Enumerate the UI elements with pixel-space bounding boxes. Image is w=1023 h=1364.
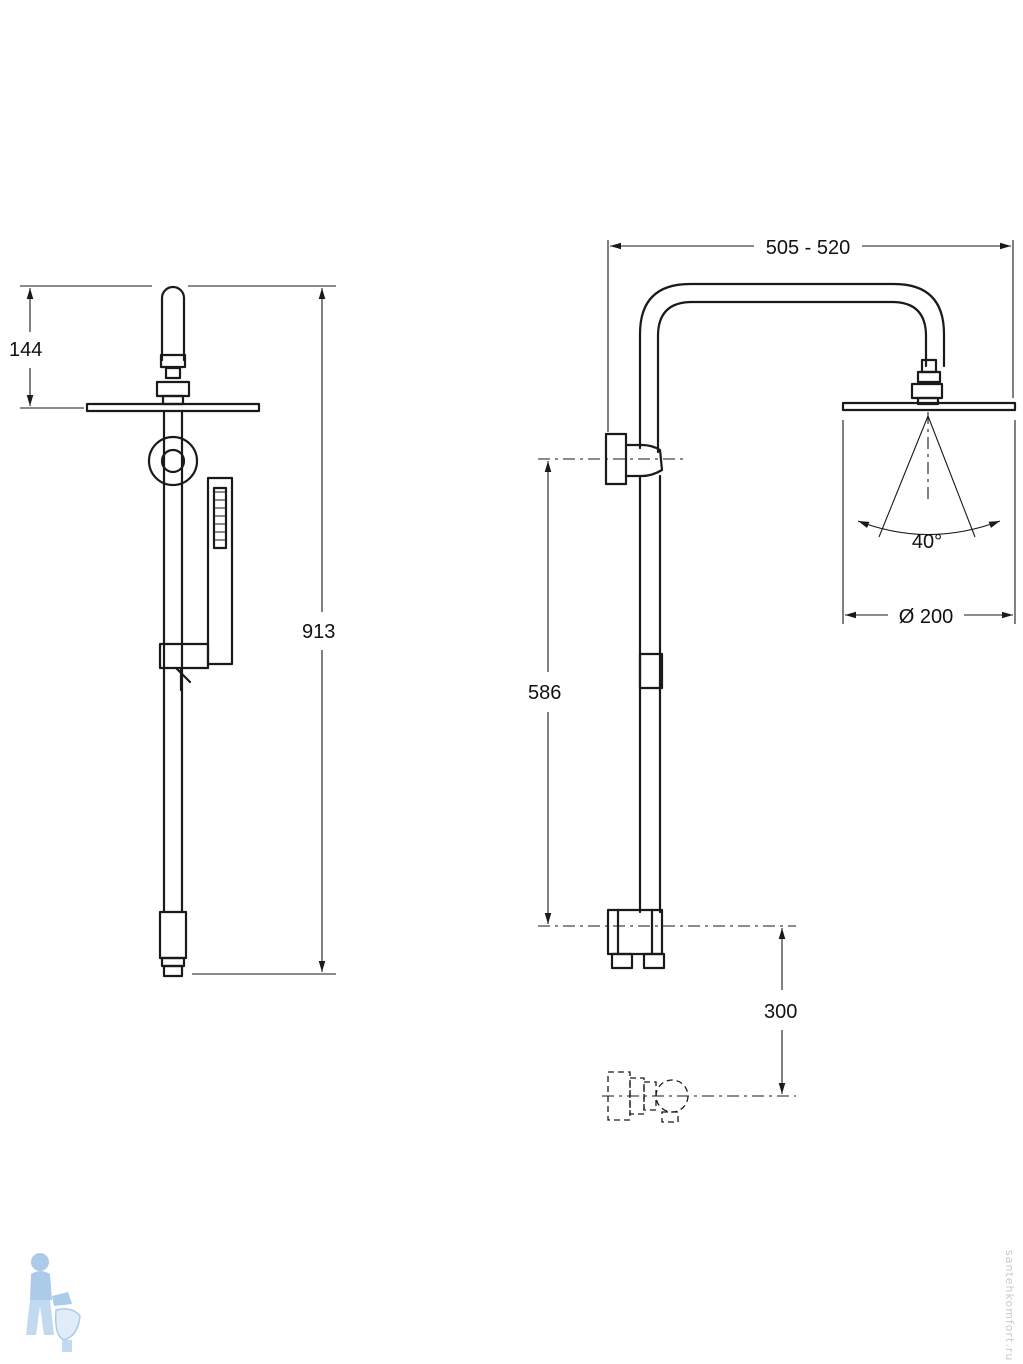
watermark-text: santehkomfort.ru xyxy=(1003,1250,1016,1361)
spray-angle-label: 40° xyxy=(912,531,942,553)
slider-height-label: 586 xyxy=(528,682,561,704)
front-view xyxy=(604,282,1017,1123)
total-height-label: 913 xyxy=(302,621,335,643)
outlet-offset-label: 300 xyxy=(764,1001,797,1023)
projection-label: 505 - 520 xyxy=(766,237,851,259)
head-diameter-label: Ø 200 xyxy=(899,606,953,628)
spray-cone xyxy=(857,415,1001,538)
head-height-label: 144 xyxy=(9,339,42,361)
center-lines xyxy=(538,412,929,1097)
front-dimensions xyxy=(544,240,1016,1094)
side-view xyxy=(85,285,261,978)
plumber-mascot-icon xyxy=(26,1253,81,1352)
side-dimensions xyxy=(20,285,336,975)
